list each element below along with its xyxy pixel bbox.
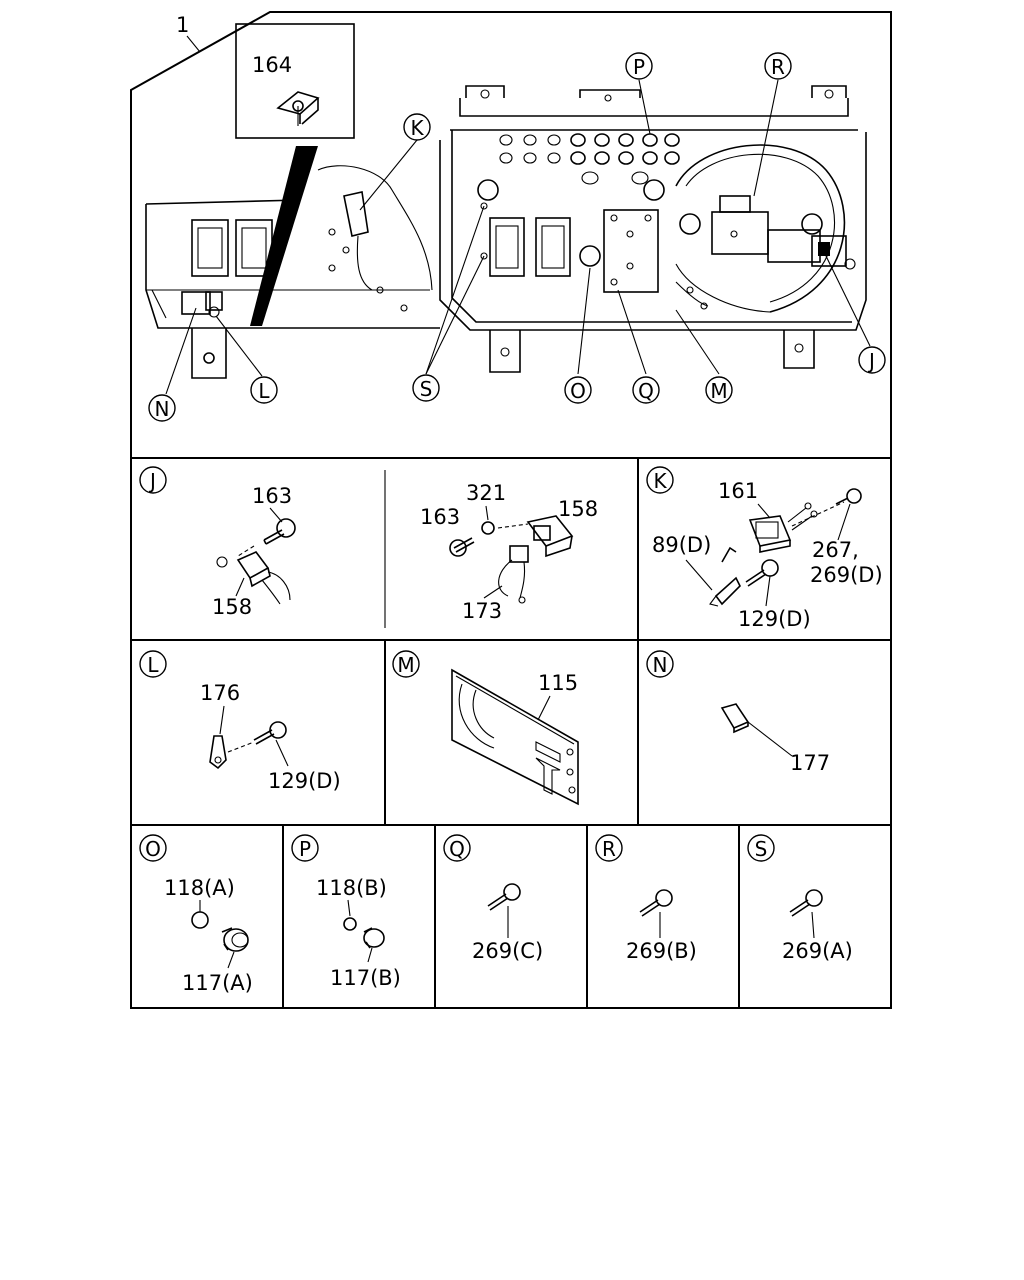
part-177: 177 (790, 751, 830, 775)
callout-q: Q (632, 376, 660, 404)
panel-n: N 177 (646, 650, 830, 775)
svg-text:Q: Q (449, 837, 465, 861)
part-321: 321 (466, 481, 506, 505)
part-163: 163 (420, 505, 460, 529)
part-118a: 118(A) (164, 876, 235, 900)
clip-nut-icon (276, 91, 320, 126)
screw-icon (263, 518, 296, 545)
part-161: 161 (718, 479, 758, 503)
part-115: 115 (538, 671, 578, 695)
screw-icon (639, 889, 673, 917)
callout-leaders (165, 79, 871, 395)
main-assembly-view: 1 164 (145, 13, 886, 422)
bulb-118a-icon (191, 911, 209, 929)
svg-text:N: N (155, 397, 170, 421)
part-267: 267, (812, 538, 859, 562)
part-176: 176 (200, 681, 240, 705)
panel-m: M 115 (392, 650, 579, 806)
part-269c: 269(C) (472, 939, 543, 963)
svg-text:O: O (570, 379, 586, 403)
callout-s: S (412, 374, 440, 402)
bulb-118b-icon (343, 917, 357, 931)
panel-p: P 118(B) 117(B) (291, 834, 401, 990)
callout-p: P (625, 52, 653, 80)
right-cluster-housing (439, 85, 867, 373)
svg-text:L: L (147, 653, 159, 677)
left-cluster-housing (145, 165, 440, 379)
screw-icon (487, 883, 521, 911)
screw-icon (253, 721, 287, 745)
svg-text:K: K (653, 469, 667, 493)
part-129d: 129(D) (738, 607, 811, 631)
svg-text:S: S (420, 377, 433, 401)
svg-text:S: S (755, 837, 768, 861)
part-269d: 269(D) (810, 563, 883, 587)
clip-89d-icon (709, 546, 741, 607)
svg-text:P: P (299, 837, 311, 861)
part-269a: 269(A) (782, 939, 853, 963)
panel-o: O 118(A) 117(A) (139, 834, 253, 995)
part-163: 163 (252, 484, 292, 508)
screw-icon (789, 889, 823, 917)
callout-k: K (403, 113, 431, 141)
part-129d: 129(D) (268, 769, 341, 793)
callout-n: N (148, 394, 176, 422)
sensor-158-icon (526, 515, 574, 558)
part-173: 173 (462, 599, 502, 623)
socket-117a-icon (221, 927, 249, 952)
part-117b: 117(B) (330, 966, 401, 990)
socket-117b-icon (363, 927, 385, 949)
screw-icon (835, 488, 862, 505)
callout-m: M (705, 376, 733, 404)
inset-box (235, 23, 355, 139)
svg-text:N: N (653, 653, 668, 677)
sensor-158-icon (216, 551, 291, 605)
svg-text:P: P (633, 55, 645, 79)
callout-l: L (250, 376, 278, 404)
callout-j: J (858, 346, 886, 374)
part-158: 158 (558, 497, 598, 521)
part-158: 158 (212, 595, 252, 619)
svg-text:R: R (771, 55, 785, 79)
part-118b: 118(B) (316, 876, 387, 900)
svg-text:O: O (145, 837, 161, 861)
svg-text:Q: Q (638, 379, 654, 403)
svg-text:J: J (867, 349, 875, 373)
washer-icon (481, 521, 495, 535)
panel-r: R 269(B) (595, 834, 697, 963)
connector-161-icon (748, 502, 818, 553)
panel-q: Q 269(C) (443, 834, 543, 963)
inset-part-number: 164 (252, 53, 292, 77)
svg-text:L: L (258, 379, 270, 403)
screw-icon (449, 537, 475, 557)
part-269b: 269(B) (626, 939, 697, 963)
pad-177-icon (720, 703, 750, 734)
svg-text:K: K (410, 116, 424, 140)
inset-pointer (250, 146, 318, 326)
panel-l: L 176 129(D) (139, 650, 341, 793)
leader-line (186, 35, 201, 53)
part-89d: 89(D) (652, 533, 711, 557)
screw-icon (745, 559, 779, 587)
connector-173-icon (498, 545, 529, 604)
callout-o: O (564, 376, 592, 404)
panel-s: S 269(A) (747, 834, 853, 963)
svg-text:M: M (710, 379, 727, 403)
panel-j-label (139, 466, 167, 494)
diagram-frame (130, 11, 892, 1009)
svg-text:M: M (397, 653, 414, 677)
part-117a: 117(A) (182, 971, 253, 995)
assembly-number: 1 (176, 13, 189, 37)
lamp-socket-holes (499, 133, 680, 185)
clamp-176-icon (209, 735, 227, 770)
svg-text:R: R (602, 837, 616, 861)
circuit-board-115-icon (451, 668, 579, 806)
panel-k: K 161 89(D) 267, 269(D) 129(D (646, 466, 883, 631)
svg-text:J: J (148, 469, 156, 493)
panel-j: J 163 158 (139, 466, 598, 623)
callout-r: R (764, 52, 792, 80)
